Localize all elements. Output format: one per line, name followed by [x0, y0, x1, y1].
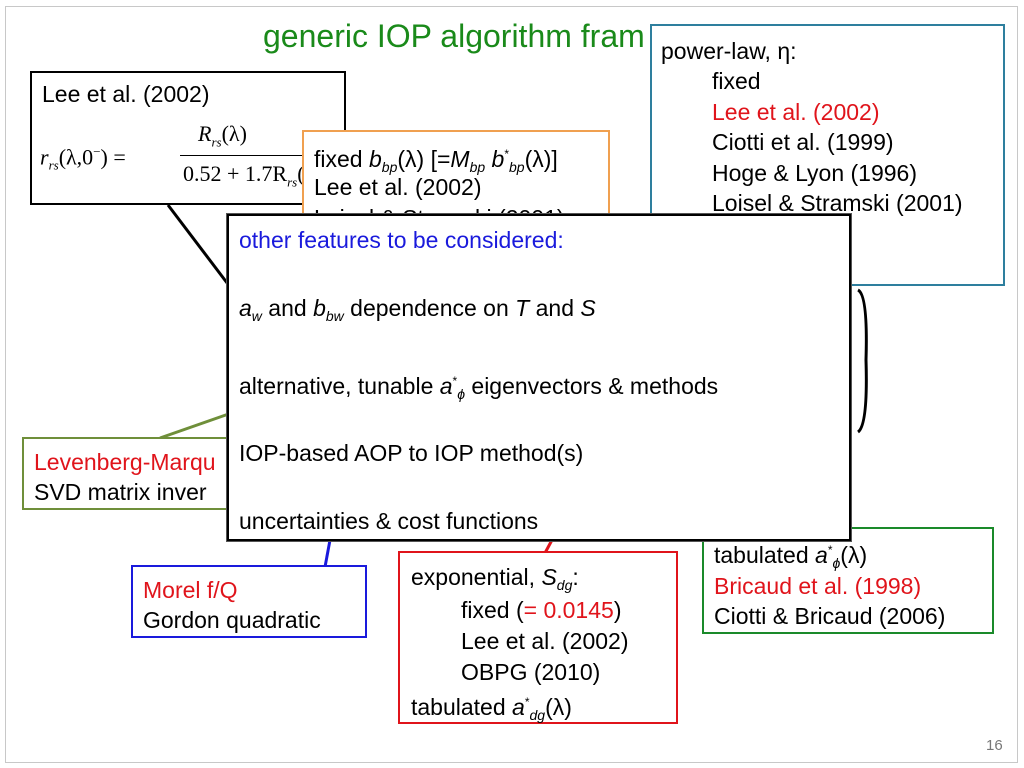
dg-colon: :	[572, 564, 579, 590]
power-law-item-loisel: Loisel & Stramski (2001)	[712, 190, 963, 216]
bbp-fixed: fixed	[314, 146, 369, 172]
bbp-m: M	[450, 146, 470, 172]
phi-box: tabulated a*ϕ(λ) Bricaud et al. (1998) C…	[702, 527, 994, 634]
bracket-right	[856, 288, 868, 434]
f1-a: a	[239, 295, 252, 321]
slide-frame	[5, 6, 1018, 763]
dg-fixed-value: = 0.0145	[523, 597, 614, 623]
power-law-heading: power-law, η:	[661, 38, 797, 64]
eq-den: 0.52 + 1.7R	[183, 161, 288, 186]
f1-and: and	[261, 295, 314, 321]
feature-aop-iop: IOP-based AOP to IOP method(s)	[239, 440, 584, 466]
phi-line3: Ciotti & Bricaud (2006)	[714, 603, 946, 629]
bbp-line2: Lee et al. (2002)	[314, 174, 482, 200]
slide-title: generic IOP algorithm fram	[263, 18, 645, 54]
connector-levenberg	[159, 408, 241, 440]
bbp-b: b	[368, 146, 382, 172]
dg-s-sub: dg	[556, 577, 573, 593]
feature-uncertainties: uncertainties & cost functions	[239, 508, 539, 534]
phi-a: a	[815, 542, 828, 568]
bbp-line1: fixed bbp(λ) [=Mbp b*bp(λ)]	[314, 139, 558, 183]
eq-r: r	[40, 144, 49, 170]
eq-rs: rs	[48, 157, 59, 173]
dg-exp: exponential,	[411, 564, 542, 590]
f2-phi: ϕ	[457, 386, 466, 402]
dg-line1: exponential, Sdg:	[411, 562, 579, 601]
bbp-b-star: b	[485, 146, 505, 172]
features-heading: other features to be considered:	[239, 227, 564, 253]
dg-fixed-close: )	[613, 597, 622, 623]
dg-tabulated: tabulated	[411, 694, 513, 720]
dg-star: *	[524, 695, 530, 709]
f1-t: T	[515, 295, 530, 321]
dg-lambda: (λ)	[545, 694, 572, 720]
slide-number: 16	[986, 737, 1003, 754]
phi-a-sub: ϕ	[832, 555, 841, 571]
phi-tabulated: tabulated	[714, 542, 816, 568]
f2-star: *	[452, 374, 458, 388]
bbp-m-sub: bp	[469, 159, 486, 175]
eq-num-arg: (λ)	[221, 121, 247, 146]
f1-b: b	[313, 295, 326, 321]
power-law-item-ciotti: Ciotti et al. (1999)	[712, 129, 894, 155]
dg-fixed: fixed (	[461, 597, 524, 623]
connector-dg	[543, 539, 554, 554]
dg-line5: tabulated a*dg(λ)	[411, 687, 572, 731]
bbp-box: fixed bbp(λ) [=Mbp b*bp(λ)] Lee et al. (…	[302, 130, 610, 225]
eq-args: (λ,0	[58, 144, 94, 170]
bbp-star-sub: bp	[509, 159, 525, 175]
feature-eigenvectors: alternative, tunable a*ϕ eigenvectors & …	[239, 366, 718, 410]
levenberg-box: Levenberg-Marqu SVD matrix inver	[22, 437, 252, 510]
levenberg-line2: SVD matrix inver	[34, 479, 207, 505]
power-law-item-lee: Lee et al. (2002)	[712, 99, 880, 125]
power-law-item-fixed: fixed	[712, 68, 761, 94]
eq-close: ) =	[100, 144, 126, 170]
bbp-close: (λ)]	[524, 146, 558, 172]
levenberg-line1: Levenberg-Marqu	[34, 449, 216, 475]
eq-num-rs: rs	[211, 134, 222, 150]
f2-a: a	[439, 373, 453, 399]
morel-line1: Morel f/Q	[143, 577, 238, 603]
f1-w: w	[251, 308, 262, 324]
dg-s: S	[541, 564, 557, 590]
eq-num-r: R	[198, 121, 212, 146]
dg-line4: OBPG (2010)	[461, 659, 601, 685]
features-overlay-box: other features to be considered: aw and …	[227, 214, 851, 541]
lee-equation-box: Lee et al. (2002) rrs(λ,0−) = Rrs(λ) 0.5…	[30, 71, 346, 205]
power-law-item-hoge: Hoge & Lyon (1996)	[712, 160, 918, 186]
bbp-sub: bp	[381, 159, 398, 175]
eq-minus: −	[93, 144, 101, 159]
bbp-lambda: (λ) [=	[397, 146, 451, 172]
lee-heading: Lee et al. (2002)	[42, 81, 210, 107]
feature-aw-bbw: aw and bbw dependence on T and S	[239, 293, 596, 332]
morel-box: Morel f/Q Gordon quadratic	[131, 565, 367, 638]
dg-line3: Lee et al. (2002)	[461, 628, 629, 654]
f1-dep: dependence on	[343, 295, 516, 321]
f2-rest: eigenvectors & methods	[465, 373, 719, 399]
phi-line1: tabulated a*ϕ(λ)	[714, 535, 867, 579]
phi-line2: Bricaud et al. (1998)	[714, 573, 922, 599]
dg-line2: fixed (= 0.0145)	[461, 595, 621, 626]
f1-and2: and	[529, 295, 581, 321]
f2-alt: alternative, tunable	[239, 373, 440, 399]
phi-star: *	[827, 543, 833, 557]
eq-den-rs: rs	[287, 174, 298, 190]
dg-a-sub: dg	[529, 707, 546, 723]
dg-box: exponential, Sdg: fixed (= 0.0145) Lee e…	[398, 551, 678, 724]
morel-line2: Gordon quadratic	[143, 607, 321, 633]
connector-morel	[323, 539, 332, 568]
dg-a: a	[512, 694, 525, 720]
f1-bw: bw	[325, 308, 344, 324]
bbp-star: *	[504, 147, 509, 161]
phi-lambda: (λ)	[840, 542, 868, 568]
eq-fraction-bar	[180, 155, 344, 156]
f1-s: S	[580, 295, 596, 321]
